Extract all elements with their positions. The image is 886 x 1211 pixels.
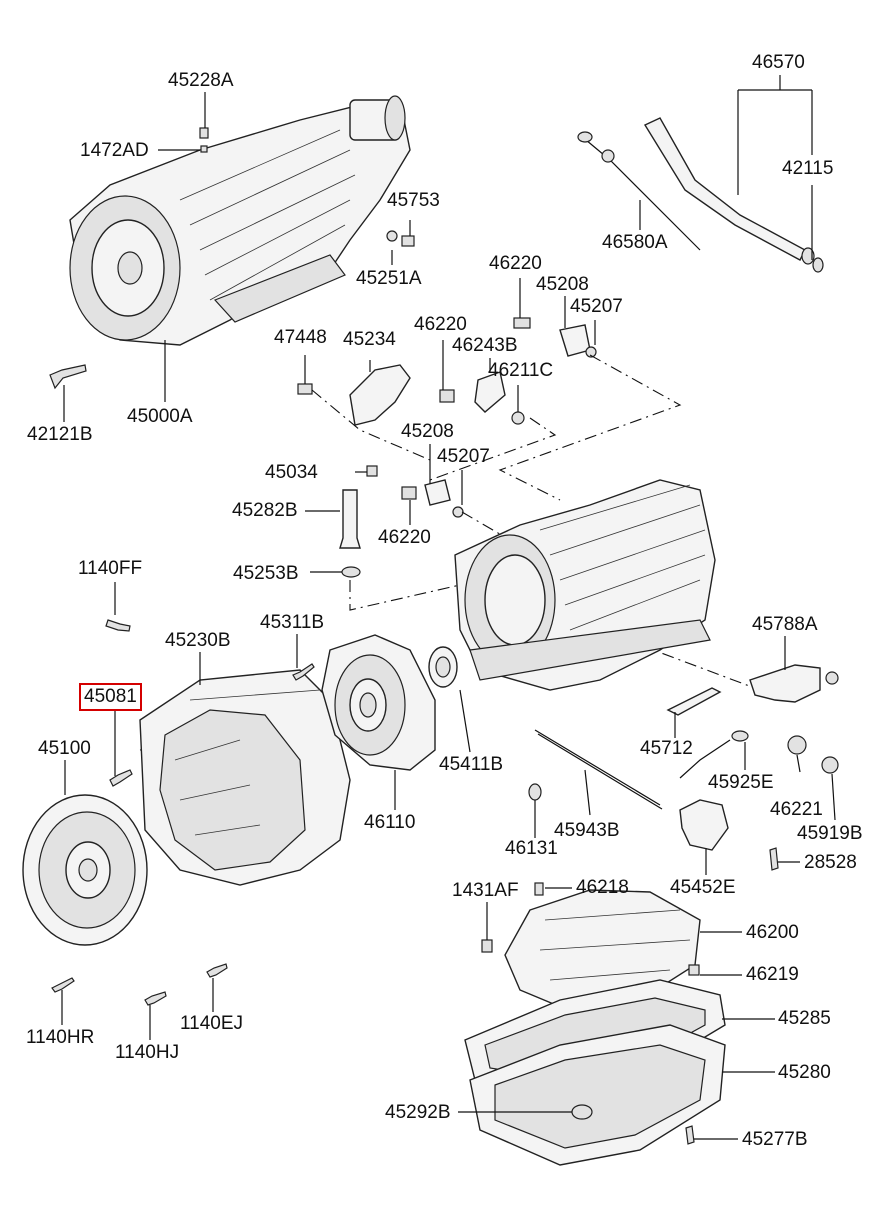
part-label-45285: 45285 — [778, 1008, 831, 1029]
part-label-45292B: 45292B — [385, 1102, 451, 1123]
part-label-47448: 47448 — [274, 327, 327, 348]
part-label-45208-b: 45208 — [401, 421, 454, 442]
torque-converter-illustration — [22, 794, 148, 946]
part-label-46110: 46110 — [364, 812, 416, 833]
part-label-46220-c: 46220 — [378, 527, 431, 548]
sensor-hardware-middle — [297, 317, 597, 578]
part-label-46570: 46570 — [752, 52, 805, 73]
part-label-45943B: 45943B — [554, 820, 620, 841]
part-label-45228A: 45228A — [168, 70, 234, 91]
right-side-brackets — [528, 664, 839, 871]
part-label-42115: 42115 — [782, 158, 834, 179]
oil-pump-illustration — [321, 634, 458, 771]
transmission-assembly-illustration — [69, 95, 411, 346]
valve-body-and-pan-illustration — [464, 882, 726, 1166]
part-label-46221: 46221 — [770, 799, 823, 820]
part-label-46218: 46218 — [576, 877, 629, 898]
part-label-45280: 45280 — [778, 1062, 831, 1083]
part-label-46243B: 46243B — [452, 335, 518, 356]
part-label-45251A: 45251A — [356, 268, 422, 289]
part-label-46131: 46131 — [505, 838, 558, 859]
part-label-45100: 45100 — [38, 738, 91, 759]
leader-lines — [61, 75, 836, 1140]
part-label-46220-b: 46220 — [414, 314, 467, 335]
converter-housing-illustration — [139, 669, 351, 886]
part-label-45000A: 45000A — [127, 406, 193, 427]
part-label-46580A: 46580A — [602, 232, 668, 253]
part-label-45207-a: 45207 — [570, 296, 623, 317]
part-label-45034: 45034 — [265, 462, 318, 483]
part-label-1431AF: 1431AF — [452, 880, 519, 901]
part-label-45253B: 45253B — [233, 563, 299, 584]
part-label-46200: 46200 — [746, 922, 799, 943]
part-label-45788A: 45788A — [752, 614, 818, 635]
bolts-hardware — [51, 619, 315, 1006]
part-label-45712: 45712 — [640, 738, 693, 759]
part-label-45753: 45753 — [387, 190, 440, 211]
part-label-46211C: 46211C — [488, 360, 554, 381]
part-label-45208-a: 45208 — [536, 274, 589, 295]
transmission-case-illustration — [454, 479, 716, 691]
small-hardware-top-left — [49, 127, 415, 390]
part-label-45452E: 45452E — [670, 877, 736, 898]
part-label-1140EJ: 1140EJ — [180, 1013, 244, 1034]
part-label-42121B: 42121B — [27, 424, 93, 445]
part-label-45207-b: 45207 — [437, 446, 490, 467]
part-label-45081-highlighted[interactable]: 45081 — [79, 683, 142, 711]
part-label-45411B: 45411B — [439, 754, 504, 775]
part-label-28528: 28528 — [804, 852, 857, 873]
part-label-45925E: 45925E — [708, 772, 774, 793]
part-label-45230B: 45230B — [165, 630, 231, 651]
part-label-45282B: 45282B — [232, 500, 298, 521]
part-label-45277B: 45277B — [742, 1129, 808, 1150]
part-label-1472AD: 1472AD — [80, 140, 149, 161]
part-label-1140HR: 1140HR — [26, 1027, 95, 1048]
part-label-1140HJ: 1140HJ — [115, 1042, 180, 1063]
part-label-45311B: 45311B — [260, 612, 325, 633]
part-label-45919B: 45919B — [797, 823, 863, 844]
dipstick-tube-illustration — [577, 117, 824, 273]
part-label-45234: 45234 — [343, 329, 396, 350]
part-label-46219: 46219 — [746, 964, 799, 985]
part-label-1140FF: 1140FF — [78, 558, 143, 579]
part-label-46220-a: 46220 — [489, 253, 542, 274]
